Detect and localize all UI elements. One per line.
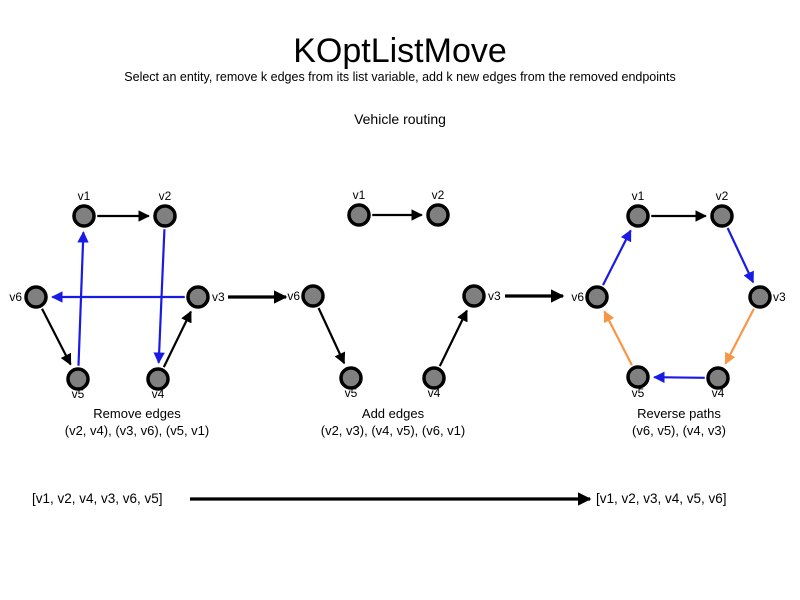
node-circle-v3[interactable] (462, 284, 486, 308)
node-label-v5: v5 (632, 386, 645, 400)
edge-v4-v3 (162, 310, 192, 368)
node-v4[interactable]: v4 (422, 366, 446, 400)
node-v3[interactable]: v3 (462, 284, 501, 308)
node-v1[interactable]: v1 (72, 189, 96, 228)
node-circle-v6[interactable] (301, 284, 325, 308)
node-label-v6: v6 (9, 290, 22, 304)
edges-group (41, 210, 192, 368)
node-circle-v2[interactable] (710, 204, 734, 228)
node-label-v5: v5 (345, 386, 358, 400)
edge-v4-v5 (653, 371, 705, 384)
list-after: [v1, v2, v3, v4, v5, v6] (596, 491, 727, 506)
list-row: [v1, v2, v4, v3, v6, v5] [v1, v2, v3, v4,… (32, 491, 727, 506)
node-v6[interactable]: v6 (287, 284, 325, 308)
node-label-v4: v4 (152, 387, 165, 401)
node-circle-v1[interactable] (626, 204, 650, 228)
edge-v2-v3 (726, 227, 755, 284)
node-circle-v4[interactable] (422, 366, 446, 390)
node-label-v2: v2 (432, 188, 445, 202)
edge-v5-v1 (77, 231, 89, 366)
node-label-v2: v2 (159, 189, 172, 203)
edge-v5-v6 (603, 310, 633, 366)
node-v2[interactable]: v2 (710, 189, 734, 228)
node-v1[interactable]: v1 (347, 188, 371, 227)
node-label-v5: v5 (72, 387, 85, 401)
panel-add-caption-title: Add edges (362, 406, 425, 421)
panel-remove-caption-detail: (v2, v4), (v3, v6), (v5, v1) (65, 423, 209, 438)
list-before: [v1, v2, v4, v3, v6, v5] (32, 491, 163, 506)
node-label-v1: v1 (632, 189, 645, 203)
node-label-v4: v4 (428, 386, 441, 400)
node-circle-v2[interactable] (426, 203, 450, 227)
panel-add-caption-detail: (v2, v3), (v4, v5), (v6, v1) (321, 423, 465, 438)
node-v2[interactable]: v2 (153, 189, 177, 228)
node-v5[interactable]: v5 (339, 366, 363, 400)
node-circle-v2[interactable] (153, 204, 177, 228)
node-label-v6: v6 (571, 290, 584, 304)
section-label: Vehicle routing (354, 111, 446, 127)
node-v5[interactable]: v5 (626, 365, 650, 400)
edges-group (602, 210, 755, 384)
node-label-v1: v1 (353, 188, 366, 202)
node-label-v4: v4 (712, 386, 725, 400)
node-v5[interactable]: v5 (66, 367, 90, 401)
node-circle-v1[interactable] (347, 203, 371, 227)
node-v4[interactable]: v4 (146, 367, 170, 401)
node-circle-v5[interactable] (66, 367, 90, 391)
node-label-v1: v1 (78, 189, 91, 203)
node-v4[interactable]: v4 (706, 366, 730, 400)
page-title: KOptListMove (293, 32, 507, 70)
edge-v4-v3 (438, 309, 468, 367)
node-circle-v4[interactable] (706, 366, 730, 390)
node-v6[interactable]: v6 (571, 285, 609, 309)
node-label-v3: v3 (488, 289, 501, 303)
node-circle-v4[interactable] (146, 367, 170, 391)
node-v3[interactable]: v3 (748, 285, 786, 309)
node-v6[interactable]: v6 (9, 285, 48, 309)
panel-reverse-caption-detail: (v6, v5), (v4, v3) (632, 423, 726, 438)
edge-v3-v4 (724, 308, 755, 365)
node-circle-v6[interactable] (585, 285, 609, 309)
transitions-layer (228, 289, 565, 304)
panel-remove-caption-title: Remove edges (93, 406, 181, 421)
node-label-v3: v3 (212, 290, 225, 304)
node-circle-v5[interactable] (339, 366, 363, 390)
node-v3[interactable]: v3 (186, 285, 225, 309)
node-v1[interactable]: v1 (626, 189, 650, 228)
node-v2[interactable]: v2 (426, 188, 450, 227)
node-circle-v3[interactable] (748, 285, 772, 309)
page-subtitle: Select an entity, remove k edges from it… (124, 70, 675, 84)
node-circle-v5[interactable] (626, 365, 650, 389)
node-label-v6: v6 (287, 289, 300, 303)
node-circle-v3[interactable] (186, 285, 210, 309)
edges-group (317, 209, 468, 367)
edge-v6-v5 (317, 307, 346, 365)
edge-v6-v5 (41, 308, 72, 366)
node-circle-v6[interactable] (24, 285, 48, 309)
edge-v6-v1 (602, 229, 632, 286)
node-label-v3: v3 (773, 290, 786, 304)
node-circle-v1[interactable] (72, 204, 96, 228)
node-label-v2: v2 (716, 189, 729, 203)
panel-reverse-caption-title: Reverse paths (637, 406, 721, 421)
